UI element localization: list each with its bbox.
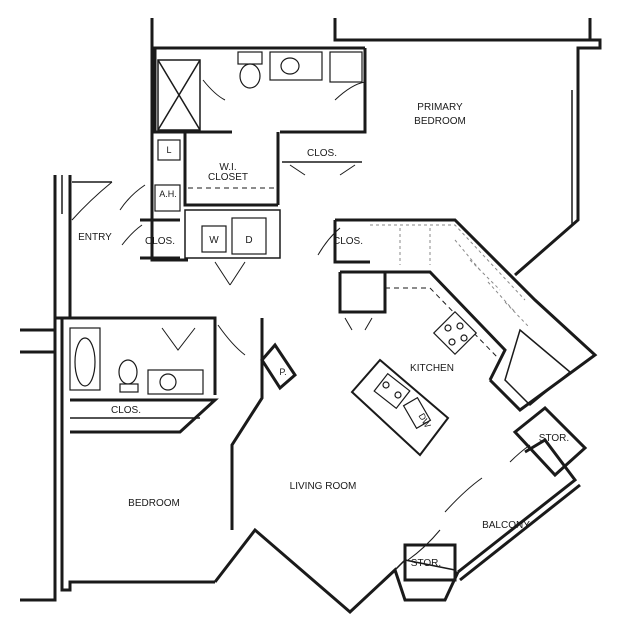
- wi-closet-label-1: W.I.: [219, 162, 236, 173]
- washer-label: W: [209, 235, 219, 246]
- dryer-label: D: [245, 235, 252, 246]
- closet-primary-label: CLOS.: [307, 148, 337, 159]
- storage-upper-label: STOR.: [539, 433, 569, 444]
- exterior-walls: [20, 18, 602, 615]
- primary-bedroom-label-2: BEDROOM: [414, 116, 466, 127]
- kitchen: [317, 218, 598, 457]
- living-room-label: LIVING ROOM: [290, 481, 357, 492]
- entry-laundry: [71, 181, 281, 286]
- second-bath: [69, 316, 246, 434]
- wi-closet: [157, 48, 367, 207]
- living-pantry: [230, 318, 531, 561]
- linen-closet-label: L: [166, 145, 171, 155]
- room-labels: PRIMARY BEDROOM W.I. CLOSET CLOS. ENTRY …: [78, 102, 569, 569]
- primary-bath: [153, 48, 366, 134]
- closet-entry-label: CLOS.: [145, 236, 175, 247]
- wi-closet-label-2: CLOSET: [208, 172, 248, 183]
- storage-lower-label: STOR.: [411, 558, 441, 569]
- kitchen-label: KITCHEN: [410, 363, 454, 374]
- closet-bath-label: CLOS.: [111, 405, 141, 416]
- entry-label: ENTRY: [78, 232, 112, 243]
- pantry-label: P.: [279, 367, 286, 377]
- closet-kitchen-label: CLOS.: [333, 236, 363, 247]
- balcony-label: BALCONY: [482, 520, 530, 531]
- air-handler-label: A.H.: [159, 189, 177, 199]
- storage-areas: [403, 405, 588, 582]
- bedroom-label: BEDROOM: [128, 498, 180, 509]
- primary-bedroom-label-1: PRIMARY: [417, 102, 463, 113]
